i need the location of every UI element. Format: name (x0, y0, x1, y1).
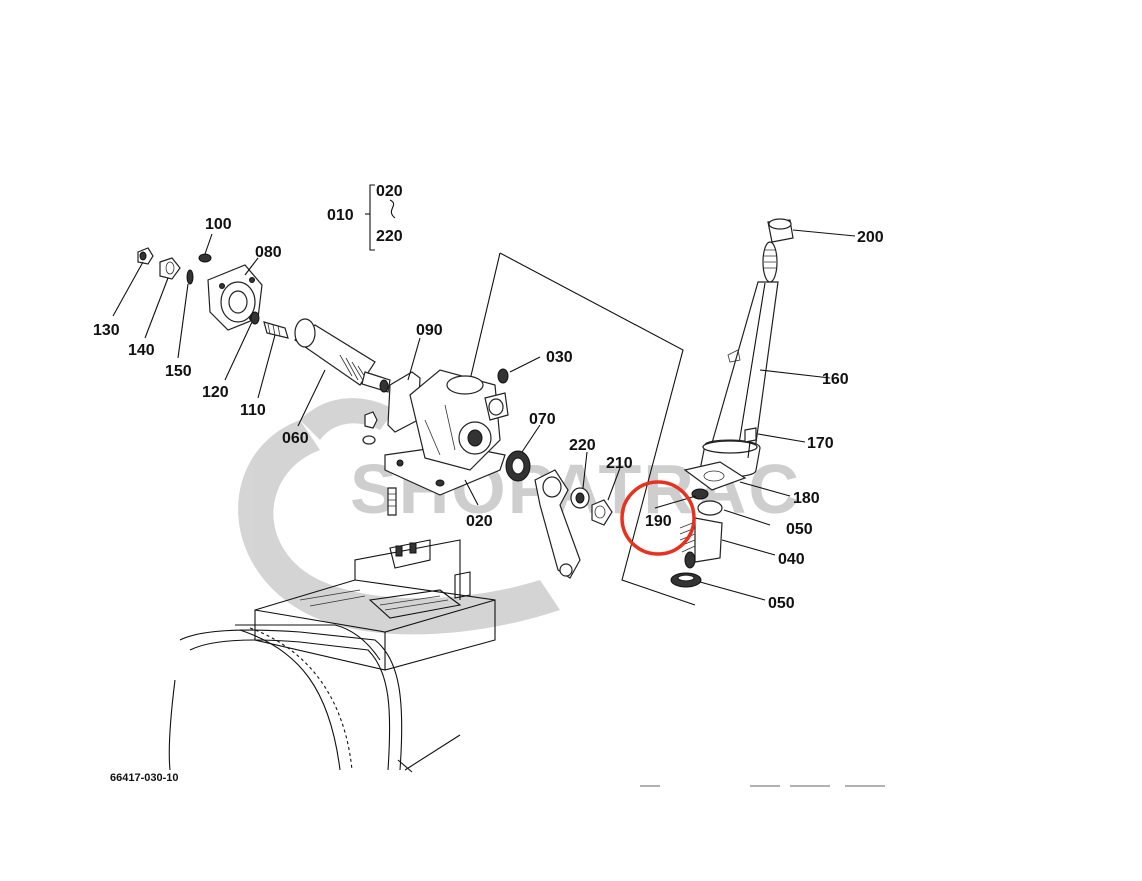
part-160 (699, 241, 779, 478)
callout-070: 070 (529, 411, 556, 428)
callout-110: 110 (240, 402, 266, 419)
callout-100: 100 (205, 216, 232, 233)
callout-050-lower: 050 (768, 595, 795, 612)
part-050-lower (670, 572, 702, 588)
part-070 (505, 450, 531, 482)
group-range-end: 220 (376, 228, 403, 245)
callout-190: 190 (645, 513, 672, 530)
part-030 (497, 368, 509, 384)
callout-180: 180 (793, 490, 820, 507)
callout-050-upper: 050 (786, 521, 813, 538)
callout-140: 140 (128, 342, 155, 359)
detail-frame (499, 252, 696, 606)
part-180 (683, 461, 747, 491)
drawing-number: 66417-030-10 (110, 772, 179, 784)
stud-bolts (362, 411, 397, 516)
highlight-circle-190 (620, 480, 696, 556)
callout-030: 030 (546, 349, 573, 366)
leader-lines (112, 229, 856, 601)
tractor-body (168, 539, 496, 773)
part-220 (570, 487, 590, 509)
part-200 (767, 218, 794, 243)
part-050-upper (697, 500, 723, 516)
part-170 (744, 427, 757, 459)
callout-020: 020 (466, 513, 493, 530)
part-210 (591, 499, 613, 526)
part-130 (137, 247, 154, 265)
callout-130: 130 (93, 322, 120, 339)
callout-160: 160 (822, 371, 849, 388)
part-060 (293, 318, 391, 393)
group-bracket (365, 184, 396, 251)
part-040 (679, 517, 723, 569)
callouts: 100 080 130 140 150 120 110 060 090 030 … (93, 216, 884, 612)
callout-060: 060 (282, 430, 309, 447)
group-010-label: 010 (327, 207, 354, 224)
part-190 (691, 488, 709, 500)
callout-210: 210 (606, 455, 633, 472)
part-150 (186, 269, 194, 285)
callout-120: 120 (202, 384, 229, 401)
callout-040: 040 (778, 551, 805, 568)
callout-200: 200 (857, 229, 884, 246)
callout-150: 150 (165, 363, 192, 380)
group-range-start: 020 (376, 183, 403, 200)
part-080 (207, 264, 263, 331)
callout-090: 090 (416, 322, 443, 339)
pitman-arm (534, 469, 581, 579)
callout-080: 080 (255, 244, 282, 261)
part-110 (263, 321, 289, 339)
part-100 (198, 253, 212, 263)
callout-220: 220 (569, 437, 596, 454)
callout-170: 170 (807, 435, 834, 452)
part-120 (250, 311, 260, 325)
part-020 (384, 369, 509, 496)
part-140 (159, 257, 181, 280)
